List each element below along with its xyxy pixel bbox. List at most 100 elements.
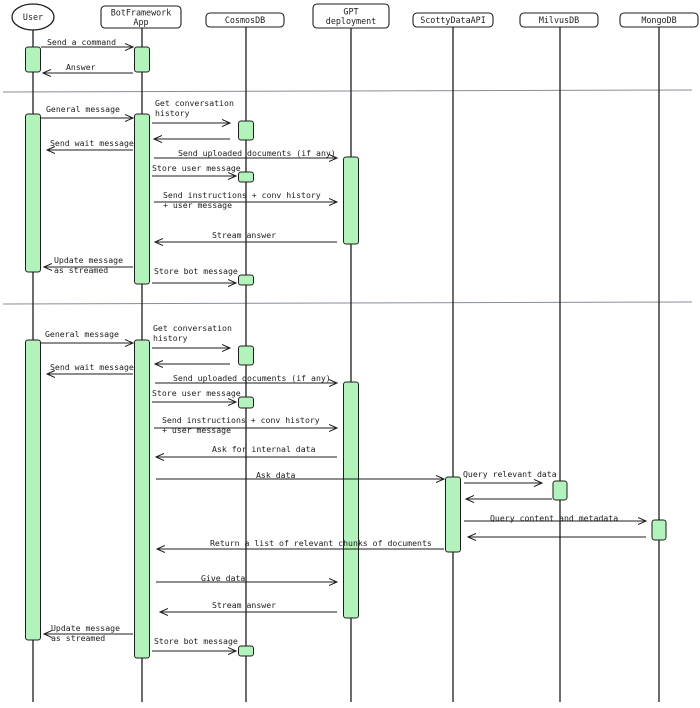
cosmos-activation-bar [238, 345, 254, 366]
message-bot-to-user: Send wait message [47, 138, 134, 150]
message-label: Send instructions + conv history [163, 190, 321, 200]
message-scotty-to-mongo: Query content and metadata [464, 513, 646, 523]
message-bot-to-cosmos: Store bot message [152, 636, 238, 651]
participant-shape [100, 5, 182, 29]
cosmos-activation-bar [238, 645, 254, 657]
bot-activation-bar [134, 46, 150, 73]
message-bot-to-user: Send wait message [47, 362, 134, 374]
message-label: history [153, 333, 188, 343]
message-user-to-bot: Send a command [41, 37, 133, 47]
message-label: Ask data [256, 470, 296, 480]
section-separators [2, 89, 693, 305]
message-label: Update message [51, 623, 120, 633]
message-label: + user message [162, 425, 231, 435]
message-scotty-to-milvus: Query relevant data [463, 469, 557, 483]
message-bot-to-gpt: Send instructions + conv history+ user m… [154, 190, 337, 210]
gpt-activation-bar [343, 156, 359, 245]
bot-activation-bar [134, 339, 150, 659]
message-gpt-to-bot: Ask for internal data [156, 444, 337, 457]
participant-shape [11, 3, 55, 31]
participant-label: BotFramework [111, 7, 172, 17]
section-separator [2, 301, 693, 305]
message-bot-to-gpt: Send uploaded documents (if any) [154, 148, 337, 158]
participant-label: CosmosDB [225, 15, 265, 25]
message-label: Stream answer [212, 600, 276, 610]
participant-label: MilvusDB [539, 15, 579, 25]
participant-shape [412, 12, 494, 28]
message-label: Send wait message [50, 138, 134, 148]
mongo-activation-bar [651, 519, 667, 541]
milvus-activation-bar [552, 480, 568, 501]
section-separator [2, 89, 693, 93]
message-label: Get conversation [153, 323, 232, 333]
message-label: Send a command [47, 37, 116, 47]
participant-label: deployment [326, 16, 376, 26]
participant-label: GPT [343, 6, 358, 16]
cosmos-activation-bar [238, 171, 254, 183]
message-label: history [155, 108, 190, 118]
cosmos-activation-bar [238, 274, 254, 286]
message-label: as streamed [54, 265, 108, 275]
message-label: Send instructions + conv history [162, 415, 320, 425]
participant-milvus: MilvusDB [519, 12, 599, 28]
user-activation-bar [25, 46, 41, 73]
message-label: Get conversation [155, 98, 234, 108]
message-bot-to-user: Answer [43, 62, 133, 73]
message-label: as streamed [51, 633, 105, 643]
message-label: Update message [54, 255, 123, 265]
participant-shape [312, 3, 390, 29]
message-label: General message [46, 104, 120, 114]
cosmos-activation-bar [238, 396, 254, 409]
bot-activation-bar [134, 113, 150, 285]
participant-scotty: ScottyDataAPI [412, 12, 494, 28]
message-label: Query content and metadata [490, 513, 618, 523]
message-label: Store bot message [154, 266, 238, 276]
activation-bars [25, 46, 667, 659]
message-bot-to-gpt: Give data [156, 573, 337, 583]
message-label: Send uploaded documents (if any) [173, 373, 331, 383]
message-bot-to-cosmos: Store user message [152, 163, 241, 176]
message-user-to-bot: General message [41, 329, 133, 343]
message-label: Store user message [152, 163, 241, 173]
participant-user: User [11, 3, 55, 31]
message-bot-to-gpt: Send instructions + conv history+ user m… [154, 415, 337, 435]
participant-label: User [23, 12, 43, 22]
message-label: Answer [66, 62, 96, 72]
participant-cosmos: CosmosDB [205, 12, 285, 28]
message-label: Stream answer [212, 230, 276, 240]
gpt-activation-bar [343, 381, 359, 619]
participant-shape [519, 12, 599, 28]
message-gpt-to-bot: Stream answer [155, 230, 337, 242]
message-label: Give data [201, 573, 245, 583]
participant-shape [619, 12, 699, 28]
message-label: Return a list of relevant chunks of docu… [210, 538, 432, 548]
message-bot-to-gpt: Send uploaded documents (if any) [155, 373, 337, 383]
message-label: Store bot message [154, 636, 238, 646]
message-bot-to-scotty: Ask data [156, 470, 444, 480]
message-label: + user message [163, 200, 232, 210]
scotty-activation-bar [445, 476, 461, 553]
message-bot-to-cosmos: Store user message [152, 388, 241, 402]
message-bot-to-cosmos: Store bot message [152, 266, 238, 283]
participant-label: MongoDB [641, 15, 676, 25]
user-activation-bar [25, 113, 41, 273]
participant-label: ScottyDataAPI [420, 15, 486, 25]
message-label: Store user message [152, 388, 241, 398]
message-label: General message [45, 329, 119, 339]
message-label: Send uploaded documents (if any) [178, 148, 336, 158]
participant-label: App [133, 17, 148, 27]
participant-mongo: MongoDB [619, 12, 699, 28]
participant-shape [205, 12, 285, 28]
message-label: Send wait message [50, 362, 134, 372]
message-label: Ask for internal data [212, 444, 316, 454]
message-user-to-bot: General message [41, 104, 133, 118]
user-activation-bar [25, 339, 41, 641]
